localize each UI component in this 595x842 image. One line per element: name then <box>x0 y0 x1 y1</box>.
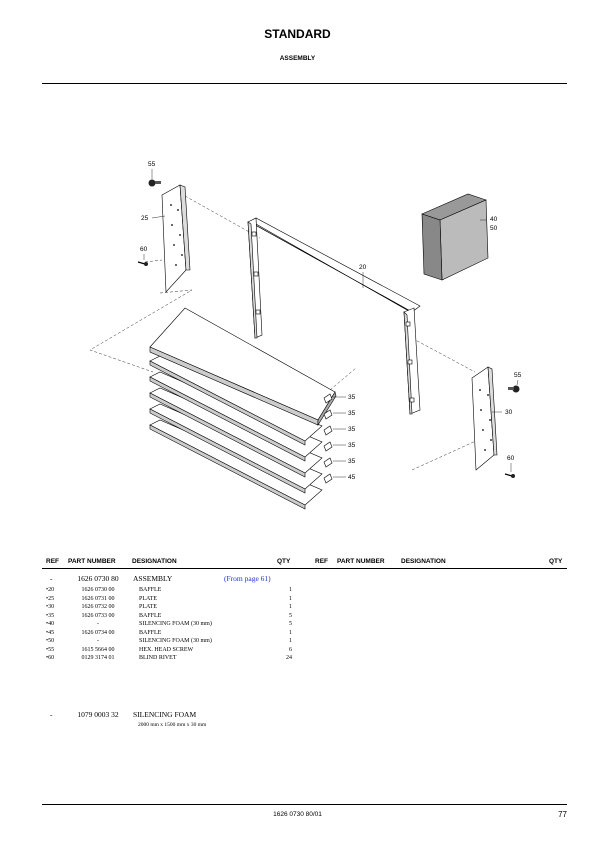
cell-designation: PLATE <box>139 604 157 610</box>
cell-ref: •30 <box>46 604 55 610</box>
hex-screw-55-left <box>148 179 161 187</box>
cell-designation: SILENCING FOAM <box>133 710 197 719</box>
cell-qty: 1 <box>289 629 292 636</box>
col-header-qty-right: QTY <box>549 558 563 565</box>
cell-ref: - <box>50 574 53 583</box>
cell-ref: •60 <box>46 655 55 661</box>
col-header-ref-right: REF <box>315 558 328 565</box>
callout-60-left: 60 <box>140 246 148 253</box>
callout-40: 40 <box>490 216 498 223</box>
col-header-designation: DESIGNATION <box>132 558 177 565</box>
page-number: 77 <box>558 810 567 819</box>
cell-part-number: 1626 0731 00 <box>81 595 115 602</box>
table-row: •55 1615 5664 00 HEX. HEAD SCREW 6 <box>42 647 292 656</box>
col-header-part-number-right: PART NUMBER <box>337 558 385 565</box>
table-row: •35 1626 0733 00 BAFFLE 5 <box>42 613 292 622</box>
cell-qty: 6 <box>289 646 292 653</box>
callout-20: 20 <box>359 264 367 271</box>
cell-part-number: 1079 0003 32 <box>77 710 119 719</box>
left-side-plate <box>161 184 191 293</box>
cell-designation: BAFFLE <box>139 612 162 619</box>
cell-qty: 5 <box>289 612 292 619</box>
frame-baffle <box>247 217 421 415</box>
table-row: •40 - SILENCING FOAM (30 mm) 5 <box>42 621 292 630</box>
col-header-qty: QTY <box>277 558 291 565</box>
cell-qty: 1 <box>289 604 292 610</box>
cell-ref: •20 <box>46 587 55 593</box>
table-row: •45 1626 0734 00 BAFFLE 1 <box>42 630 292 639</box>
callout-55-right: 55 <box>514 372 522 379</box>
cell-designation: ASSEMBLY <box>133 574 173 583</box>
col-header-ref: REF <box>46 558 59 565</box>
cell-ref: •55 <box>46 646 55 653</box>
cell-ref: •40 <box>46 621 55 627</box>
exploded-view-drawing: 55 25 60 20 40 50 35 35 35 35 35 45 55 3… <box>89 161 522 510</box>
cell-ref: - <box>50 710 53 719</box>
table-row: •20 1626 0730 00 BAFFLE 1 <box>42 587 292 596</box>
cell-ref: •25 <box>46 595 55 602</box>
cell-part-number: - <box>97 621 99 627</box>
cell-qty: 24 <box>286 655 292 661</box>
table-row-assembly: - 1626 0730 80 ASSEMBLY (From page 61) <box>42 574 292 585</box>
callout-leaders <box>143 169 519 478</box>
cell-part-number: 1626 0730 80 <box>77 574 119 583</box>
callout-50: 50 <box>490 225 498 232</box>
cell-part-number: 1626 0733 00 <box>81 612 115 619</box>
cell-part-number: 0129 3174 01 <box>81 655 115 661</box>
cell-ref: •50 <box>46 638 55 644</box>
cell-part-number: 1626 0730 00 <box>81 587 115 593</box>
table-header-rule <box>42 568 567 569</box>
foam-dimensions: 2000 mm x 1500 mm x 30 mm <box>138 722 207 728</box>
header-rule <box>42 83 567 84</box>
footer-rule <box>42 804 567 805</box>
callout-45: 45 <box>348 474 356 481</box>
cell-part-number: 1615 5664 00 <box>81 646 115 653</box>
cell-designation: SILENCING FOAM (30 mm) <box>139 638 212 644</box>
callout-35-5: 35 <box>348 458 356 465</box>
table-row-foam: - 1079 0003 32 SILENCING FOAM <box>42 710 292 721</box>
from-page-link[interactable]: (From page 61) <box>224 574 271 583</box>
cell-designation: SILENCING FOAM (30 mm) <box>139 621 212 627</box>
table-row: •50 - SILENCING FOAM (30 mm) 1 <box>42 638 292 647</box>
silencing-foam-block <box>421 193 489 281</box>
blind-rivet-60-right <box>504 473 515 478</box>
callout-35-2: 35 <box>348 410 356 417</box>
document-code: 1626 0730 80/01 <box>273 811 322 818</box>
right-side-plate <box>471 366 498 471</box>
callout-35-3: 35 <box>348 426 356 433</box>
table-row: •60 0129 3174 01 BLIND RIVET 24 <box>42 655 292 664</box>
cell-designation: PLATE <box>139 595 157 602</box>
cell-qty: 1 <box>289 638 292 644</box>
cell-designation: BLIND RIVET <box>139 655 177 661</box>
callout-55-left: 55 <box>148 161 156 168</box>
cell-qty: 5 <box>289 621 292 627</box>
blind-rivet-60-left <box>137 261 148 266</box>
cell-part-number: 1626 0734 00 <box>81 629 115 636</box>
cell-part-number: 1626 0732 00 <box>81 604 115 610</box>
cell-qty: 1 <box>289 587 292 593</box>
callout-35-1: 35 <box>348 394 356 401</box>
callout-30: 30 <box>505 409 513 416</box>
assembly-guide-lines <box>89 195 479 471</box>
table-row: •25 1626 0731 00 PLATE 1 <box>42 596 292 605</box>
page-title: STANDARD <box>264 27 331 41</box>
cell-ref: •45 <box>46 629 55 636</box>
callout-35-4: 35 <box>348 442 356 449</box>
cell-designation: HEX. HEAD SCREW <box>139 646 194 653</box>
col-header-part-number: PART NUMBER <box>68 558 116 565</box>
cell-designation: BAFFLE <box>139 587 162 593</box>
table-row: •30 1626 0732 00 PLATE 1 <box>42 604 292 613</box>
cell-ref: •35 <box>46 612 55 619</box>
cell-qty: 1 <box>289 595 292 602</box>
callout-60-right: 60 <box>507 455 515 462</box>
callout-25: 25 <box>141 215 149 222</box>
page-subtitle: ASSEMBLY <box>279 55 316 62</box>
baffle-stack <box>149 307 337 510</box>
col-header-designation-right: DESIGNATION <box>401 558 446 565</box>
hex-screw-55-right <box>508 385 520 393</box>
cell-designation: BAFFLE <box>139 629 162 636</box>
cell-part-number: - <box>97 638 99 644</box>
